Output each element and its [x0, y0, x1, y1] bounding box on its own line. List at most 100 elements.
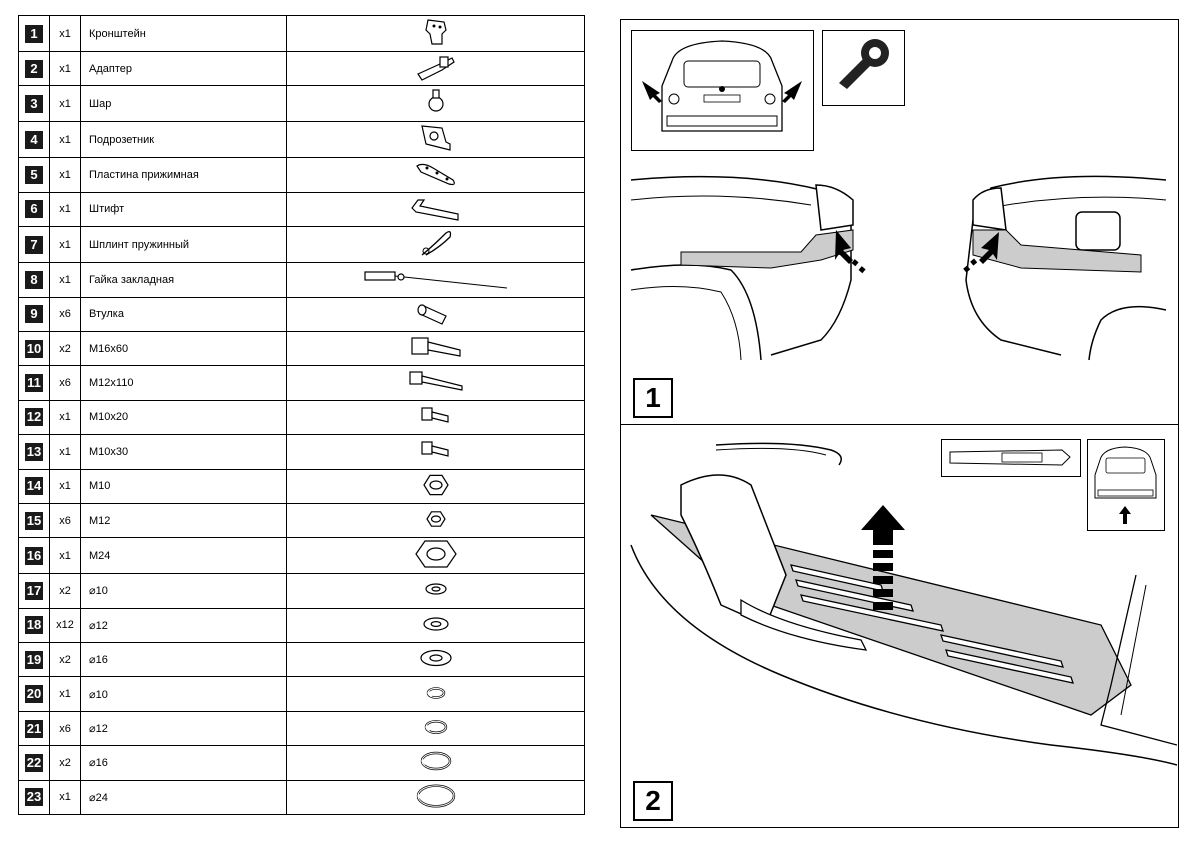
part-number-badge: 14: [25, 477, 43, 496]
part-quantity: x1: [49, 15, 81, 52]
part-number-cell: 15: [18, 502, 50, 539]
part-illustration-cell: [286, 745, 585, 781]
part-illustration-cell: [286, 365, 585, 401]
part-number-badge: 9: [25, 305, 43, 324]
part-quantity: x1: [49, 434, 81, 470]
part-name: M16x60: [80, 330, 287, 367]
part-quantity: x1: [49, 468, 81, 504]
part-number-badge: 23: [25, 788, 43, 807]
part-illustration-cell: [286, 502, 585, 539]
part-number-cell: 6: [18, 191, 50, 228]
part-name: Адаптер: [80, 50, 287, 87]
part-number-cell: 23: [18, 779, 50, 816]
part-number-badge: 2: [25, 59, 43, 78]
part-quantity: x6: [49, 365, 81, 401]
part-quantity: x1: [49, 537, 81, 575]
part-quantity: x1: [49, 226, 81, 264]
part-quantity: x1: [49, 399, 81, 436]
part-number-badge: 21: [25, 719, 43, 738]
part-number-cell: 12: [18, 399, 50, 436]
part-quantity: x1: [49, 779, 81, 816]
part-number-cell: 5: [18, 157, 50, 193]
part-number-badge: 7: [25, 235, 43, 254]
part-name: M24: [80, 537, 287, 575]
part-illustration-cell: [286, 468, 585, 504]
part-number-badge: 22: [25, 753, 43, 772]
tape-roll-icon: [839, 39, 889, 89]
bracket-icon: [416, 16, 456, 48]
part-name: Гайка закладная: [80, 262, 287, 298]
part-quantity: x1: [49, 50, 81, 87]
part-number-badge: 11: [25, 374, 43, 393]
part-number-cell: 20: [18, 676, 50, 712]
short-bolt-icon: [418, 438, 454, 462]
car-rear-view-inset: [631, 30, 814, 151]
part-quantity: x1: [49, 191, 81, 228]
part-name: M10: [80, 468, 287, 504]
part-name: ⌀12: [80, 710, 287, 747]
part-quantity: x1: [49, 121, 81, 159]
part-quantity: x6: [49, 710, 81, 747]
spring-washer-icon: [411, 746, 461, 776]
nut-icon: [419, 471, 453, 499]
part-name: ⌀10: [80, 573, 287, 609]
car-rear-icon: [1094, 446, 1157, 524]
part-illustration-cell: [286, 537, 585, 575]
part-number-cell: 8: [18, 262, 50, 298]
car-rear-view-inset-2: [1087, 439, 1165, 531]
step-number-badge: 1: [633, 378, 673, 418]
part-number-badge: 3: [25, 94, 43, 113]
part-name: Кронштейн: [80, 15, 287, 52]
part-illustration-cell: [286, 434, 585, 470]
part-illustration-cell: [286, 226, 585, 264]
bushing-icon: [416, 298, 456, 328]
washer-icon: [411, 575, 461, 603]
part-quantity: x1: [49, 157, 81, 193]
adapter-icon: [414, 52, 458, 82]
trim-tool-icon: [949, 449, 1071, 466]
part-name: Пластина прижимная: [80, 157, 287, 193]
insert-nut-icon: [361, 266, 511, 290]
part-number-badge: 5: [25, 166, 43, 185]
part-quantity: x1: [49, 85, 81, 123]
part-number-cell: 3: [18, 85, 50, 123]
part-name: ⌀10: [80, 676, 287, 712]
part-illustration-cell: [286, 676, 585, 712]
part-quantity: x1: [49, 262, 81, 298]
part-number-cell: 13: [18, 434, 50, 470]
short-bolt-icon: [418, 404, 454, 428]
car-rear-icon: [642, 40, 802, 132]
step-2-panel: 2: [621, 425, 1178, 827]
part-number-badge: 17: [25, 581, 43, 600]
spring-washer-icon: [411, 781, 461, 811]
part-number-badge: 20: [25, 685, 43, 704]
part-quantity: x2: [49, 745, 81, 781]
part-illustration-cell: [286, 191, 585, 228]
part-number-cell: 7: [18, 226, 50, 264]
installation-steps-panel: 1: [620, 19, 1179, 828]
ball-icon: [421, 86, 451, 118]
part-number-cell: 9: [18, 296, 50, 332]
washer-icon: [411, 610, 461, 638]
spring-cotter-icon: [416, 227, 456, 259]
part-quantity: x2: [49, 642, 81, 678]
pin-icon: [406, 194, 466, 222]
trim-tool-inset: [941, 439, 1081, 477]
part-illustration-cell: [286, 262, 585, 298]
part-quantity: x12: [49, 607, 81, 644]
bumper-trim-illustration: [630, 175, 1167, 361]
part-illustration-cell: [286, 157, 585, 193]
part-number-cell: 17: [18, 573, 50, 609]
